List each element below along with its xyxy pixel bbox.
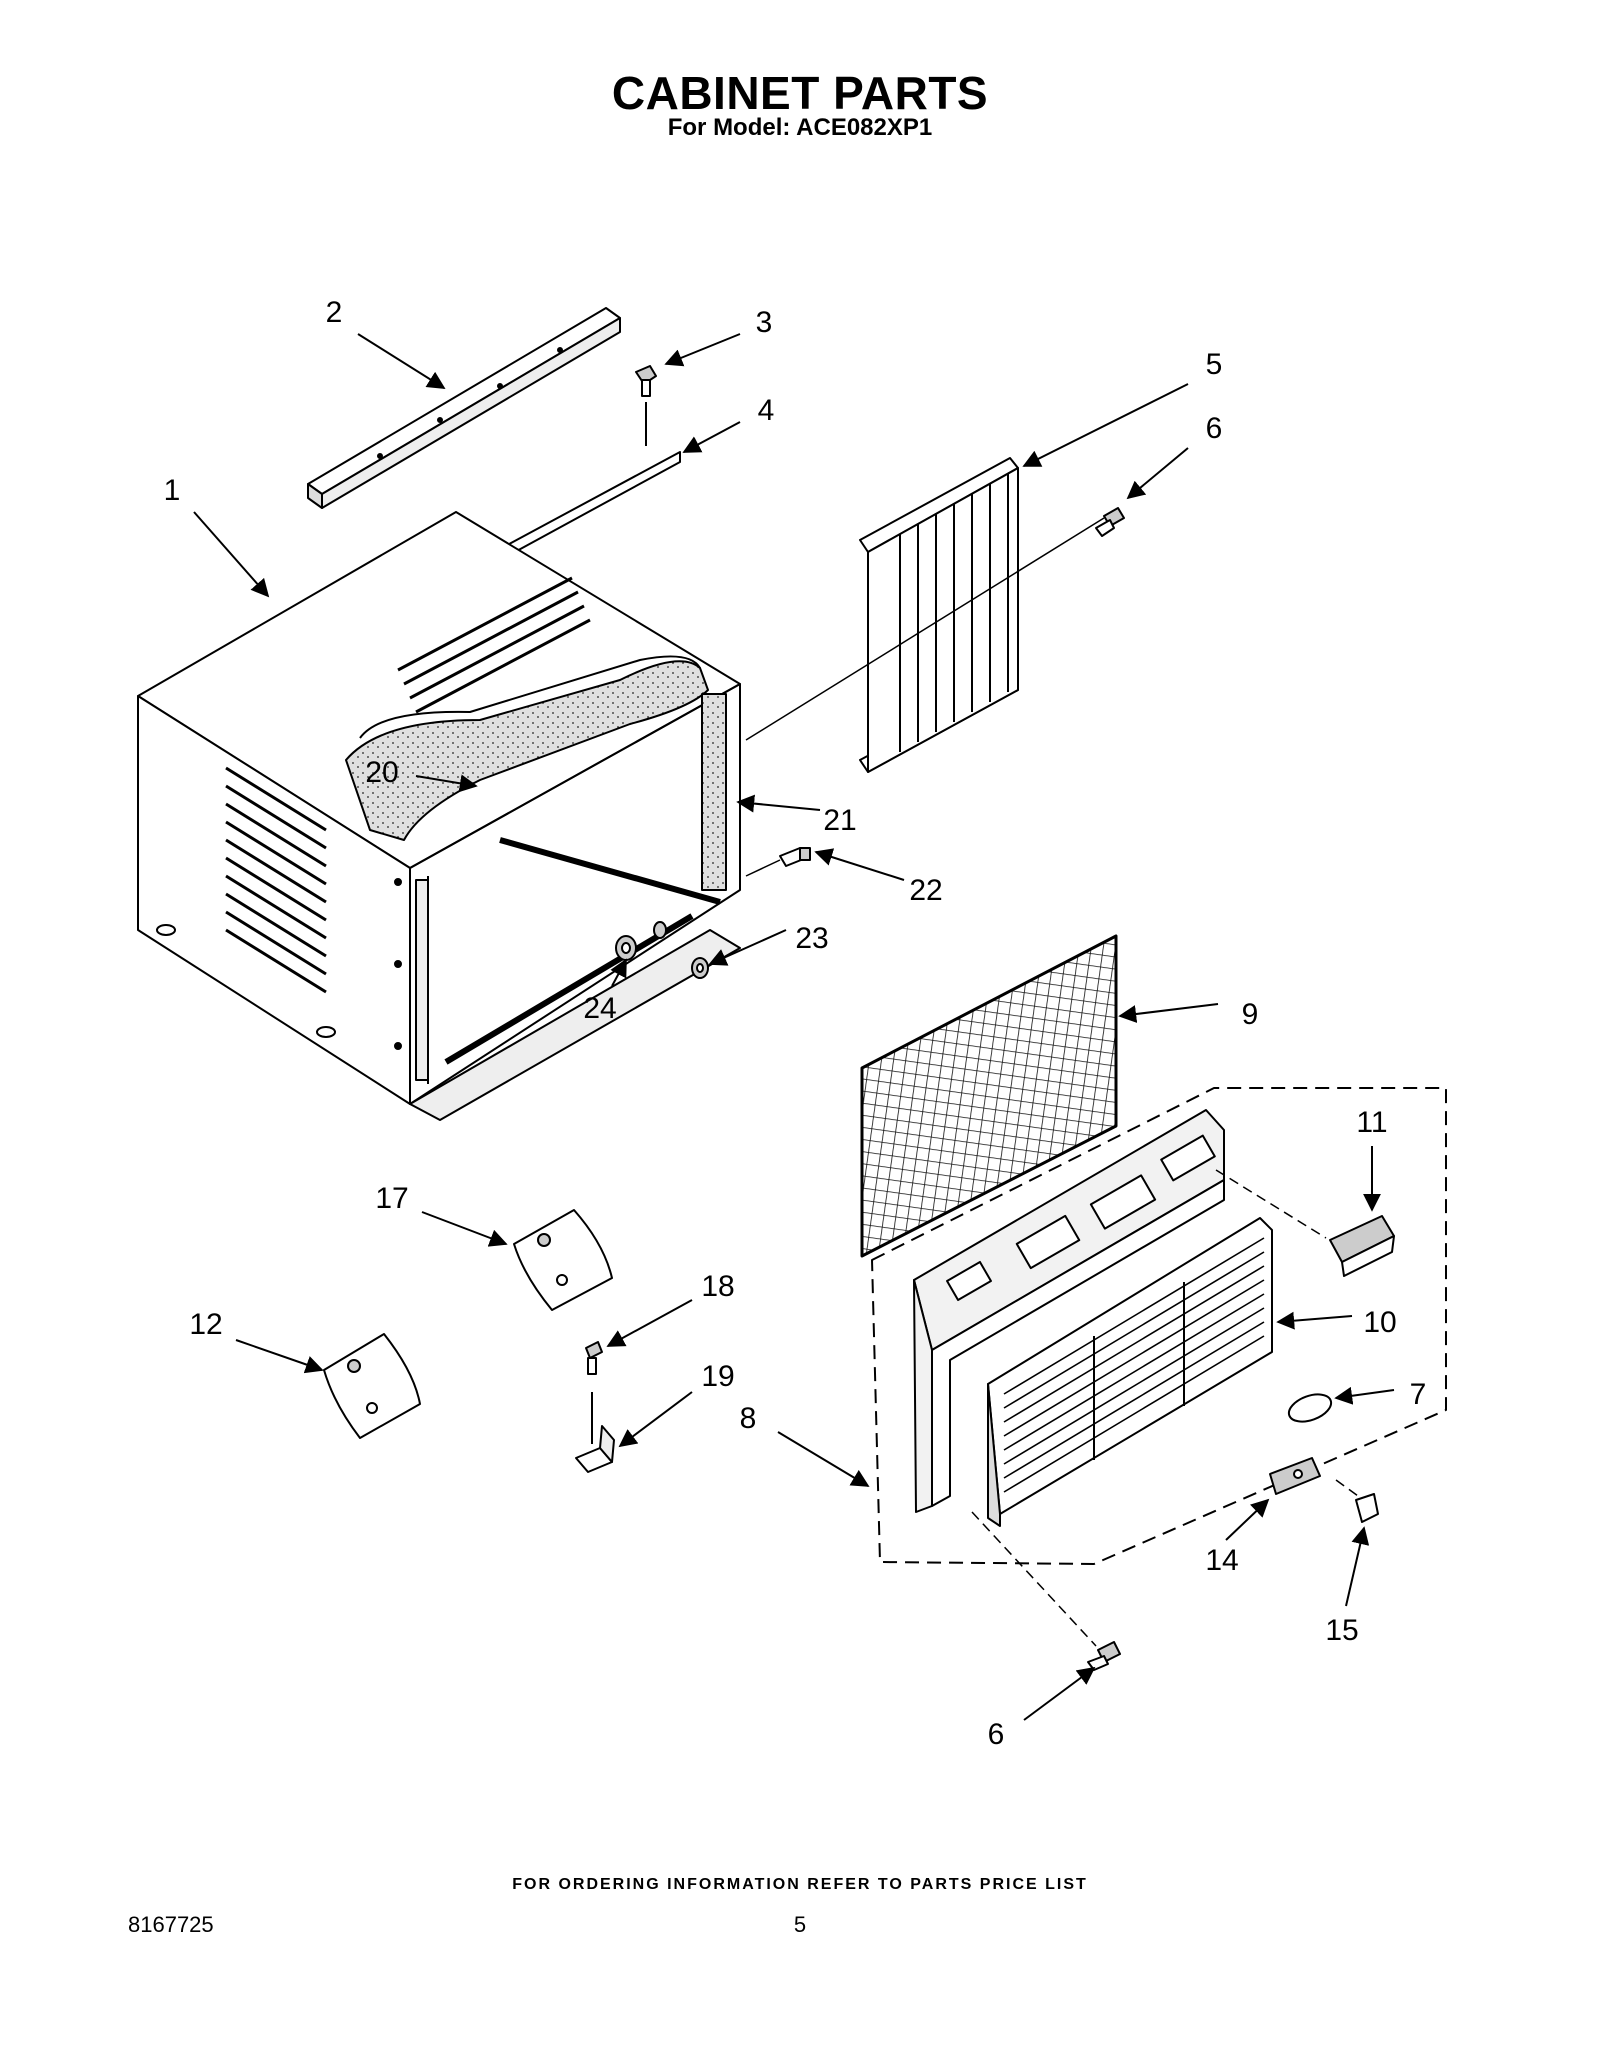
part-mount-bracket-front xyxy=(1269,1457,1321,1495)
part-top-rail xyxy=(307,307,621,509)
callout-14: 14 xyxy=(1205,1544,1238,1577)
callout-6: 6 xyxy=(988,1718,1005,1751)
part-rear-grille xyxy=(859,457,1019,773)
callout-10: 10 xyxy=(1363,1306,1396,1339)
part-screw-rear xyxy=(1095,507,1125,537)
assembly-guides xyxy=(971,1169,1359,1647)
callout-17: 17 xyxy=(375,1182,408,1215)
part-clip xyxy=(1355,1493,1379,1523)
callout-11: 11 xyxy=(1356,1106,1387,1139)
callout-23: 23 xyxy=(795,922,828,955)
part-angle-bracket xyxy=(575,1425,615,1473)
page-title: CABINET PARTS xyxy=(611,67,989,119)
part-foam-seal-side xyxy=(701,693,727,891)
part-mount-bracket-lower xyxy=(323,1333,421,1439)
document-number: 8167725 xyxy=(128,1912,214,1937)
callout-4: 4 xyxy=(758,394,775,427)
callout-6: 6 xyxy=(1206,412,1223,445)
callout-5: 5 xyxy=(1206,348,1223,381)
callout-21: 21 xyxy=(823,804,856,837)
part-screw-front xyxy=(1087,1641,1121,1671)
model-subtitle: For Model: ACE082XP1 xyxy=(667,114,933,141)
callout-15: 15 xyxy=(1325,1614,1358,1647)
part-cabinet xyxy=(137,511,741,1121)
part-front-grille xyxy=(987,1217,1273,1527)
callout-20: 20 xyxy=(365,756,398,789)
part-control-knob xyxy=(1329,1215,1395,1277)
callout-9: 9 xyxy=(1242,998,1259,1031)
part-front-panel xyxy=(913,1109,1225,1513)
part-screw-side xyxy=(779,847,811,867)
front-assembly-boundary xyxy=(871,1087,1447,1565)
callout-19: 19 xyxy=(701,1360,734,1393)
part-foam-seal-top xyxy=(345,655,709,841)
callout-2: 2 xyxy=(326,296,343,329)
ordering-note: FOR ORDERING INFORMATION REFER TO PARTS … xyxy=(512,1876,1088,1893)
part-badge xyxy=(1287,1393,1333,1423)
callout-12: 12 xyxy=(189,1308,222,1341)
part-screw-top xyxy=(635,365,657,446)
part-mount-bracket-upper xyxy=(513,1209,613,1311)
callout-24: 24 xyxy=(583,992,616,1025)
part-screw-bracket xyxy=(585,1341,603,1444)
callout-18: 18 xyxy=(701,1270,734,1303)
connector-lines xyxy=(745,517,1105,877)
leader-lines xyxy=(193,333,1395,1721)
callout-3: 3 xyxy=(756,306,773,339)
callout-22: 22 xyxy=(909,874,942,907)
callout-1: 1 xyxy=(164,474,181,507)
part-air-filter xyxy=(860,934,1118,1258)
callout-8: 8 xyxy=(740,1402,757,1435)
callout-7: 7 xyxy=(1410,1378,1427,1411)
page-number: 5 xyxy=(793,1912,807,1937)
